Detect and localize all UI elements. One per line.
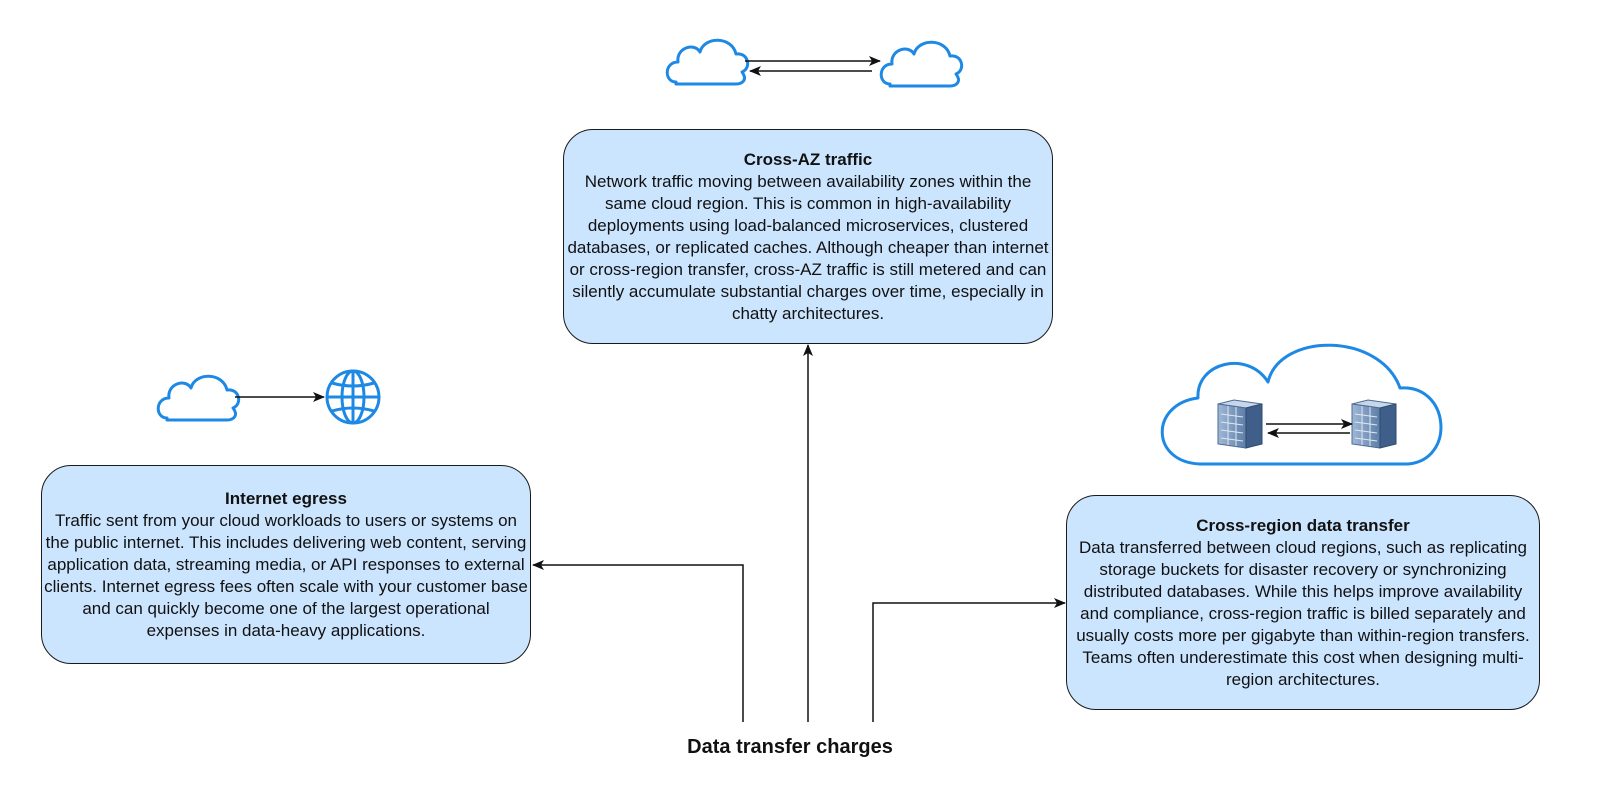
cross-region-title: Cross-region data transfer bbox=[1196, 515, 1410, 535]
cross-az-title: Cross-AZ traffic bbox=[743, 149, 873, 169]
internet-egress-box: Internet egress Traffic sent from your c… bbox=[41, 465, 531, 664]
globe-icon bbox=[325, 369, 381, 425]
cloud-icon bbox=[665, 38, 750, 86]
arrow-to-cross-region bbox=[872, 598, 1066, 722]
server-icon bbox=[1351, 399, 1397, 449]
server-icon bbox=[1217, 399, 1263, 449]
cross-az-box: Cross-AZ traffic Network traffic moving … bbox=[563, 129, 1053, 344]
cross-region-description: Data transferred between cloud regions, … bbox=[1076, 537, 1530, 689]
data-transfer-charges-label: Data transfer charges bbox=[687, 736, 893, 758]
connectors bbox=[532, 344, 1066, 722]
cross-region-illustration bbox=[1160, 343, 1443, 466]
cross-az-illustration bbox=[665, 38, 964, 88]
cross-az-description: Network traffic moving between availabil… bbox=[567, 171, 1049, 323]
internet-egress-description: Traffic sent from your cloud workloads t… bbox=[44, 510, 528, 640]
cloud-icon bbox=[156, 374, 241, 422]
arrow-to-internet-egress bbox=[532, 560, 744, 722]
internet-egress-illustration bbox=[156, 369, 381, 425]
internet-egress-title: Internet egress bbox=[225, 488, 347, 508]
cross-region-box: Cross-region data transfer Data transfer… bbox=[1066, 495, 1540, 710]
cloud-icon bbox=[879, 40, 964, 88]
cloud-icon bbox=[1160, 343, 1443, 466]
